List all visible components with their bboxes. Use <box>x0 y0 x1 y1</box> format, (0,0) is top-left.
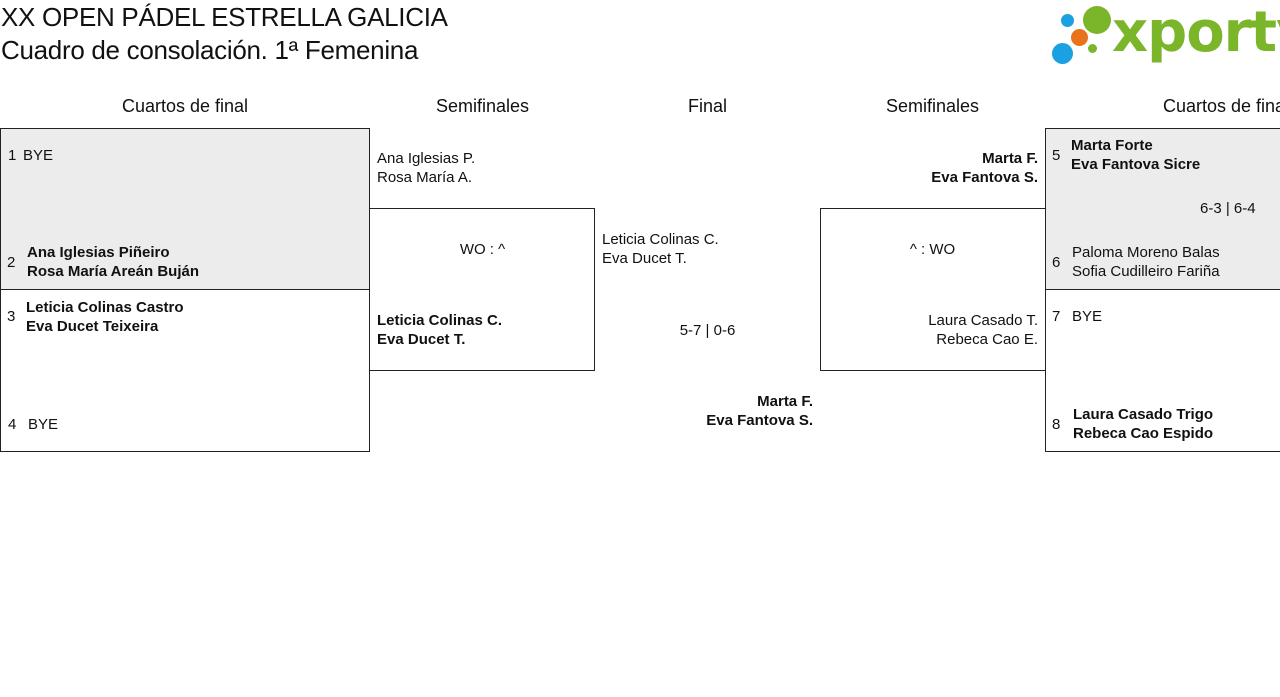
right-sf-top-player-1: Marta F. <box>982 150 1038 167</box>
seed-8-player-1: Laura Casado Trigo <box>1073 406 1214 423</box>
round-heading-right-sf: Semifinales <box>885 96 980 116</box>
seed-5-player-2: Eva Fantova Sicre <box>1071 156 1201 173</box>
seed-5-number: 5 <box>1052 147 1061 164</box>
draw-subtitle: Cuadro de consolación. 1ª Femenina <box>1 35 419 65</box>
seed-2-player-1: Ana Iglesias Piñeiro <box>27 244 170 261</box>
right-qf-match-1 <box>1045 128 1280 290</box>
logo-orange-dot <box>1071 29 1088 46</box>
logo-blue-dot-small <box>1061 14 1074 27</box>
seed-6-player-2: Sofia Cudilleiro Fariña <box>1072 263 1220 280</box>
seed-4-number: 4 <box>8 416 17 433</box>
final-top-player-2: Eva Ducet T. <box>602 250 687 267</box>
logo-green-dot <box>1083 6 1111 34</box>
seed-5-player-1: Marta Forte <box>1071 137 1153 154</box>
tournament-title: XX OPEN PÁDEL ESTRELLA GALICIA <box>1 2 448 32</box>
left-qf-match-1 <box>0 128 370 290</box>
seed-4-bye: BYE <box>28 416 59 433</box>
seed-3-player-1: Leticia Colinas Castro <box>26 299 184 316</box>
seed-7-number: 7 <box>1052 308 1061 325</box>
round-heading-left-sf: Semifinales <box>435 96 530 116</box>
seed-7-bye: BYE <box>1072 308 1103 325</box>
right-qf-score: 6-3 | 6-4 <box>1200 200 1256 217</box>
seed-6-number: 6 <box>1052 254 1061 271</box>
round-heading-right-qf: Cuartos de final <box>1163 96 1280 116</box>
right-sf-bottom-player-1: Laura Casado T. <box>928 312 1038 329</box>
logo-green-dot-small <box>1088 44 1097 53</box>
final-winner-player-1: Marta F. <box>757 393 813 410</box>
seed-8-number: 8 <box>1052 416 1061 433</box>
left-sf-bottom-player-1: Leticia Colinas C. <box>377 312 503 329</box>
seed-1-bye: BYE <box>23 147 54 164</box>
right-sf-top-player-2: Eva Fantova S. <box>931 169 1038 186</box>
right-sf-score: ^ : WO <box>909 241 956 258</box>
left-sf-bottom-player-2: Eva Ducet T. <box>377 331 466 348</box>
left-sf-top-player-2: Rosa María A. <box>377 169 473 186</box>
seed-2-player-2: Rosa María Areán Buján <box>27 263 199 280</box>
seed-3-number: 3 <box>7 308 16 325</box>
final-winner-player-2: Eva Fantova S. <box>706 412 813 429</box>
final-score: 5-7 | 0-6 <box>679 322 736 339</box>
round-heading-final: Final <box>687 96 727 116</box>
final-top-player-1: Leticia Colinas C. <box>602 231 719 248</box>
left-sf-match <box>369 208 595 371</box>
seed-6-player-1: Paloma Moreno Balas <box>1072 244 1220 261</box>
seed-1-number: 1 <box>8 147 17 164</box>
seed-8-player-2: Rebeca Cao Espido <box>1073 425 1214 442</box>
seed-2-number: 2 <box>7 254 16 271</box>
round-heading-left-qf: Cuartos de final <box>121 96 249 116</box>
logo-text: xporty <box>1112 0 1280 65</box>
xporty-logo: xporty <box>1050 0 1280 68</box>
logo-blue-dot-large <box>1052 43 1073 64</box>
left-sf-score: WO : ^ <box>459 241 506 258</box>
seed-3-player-2: Eva Ducet Teixeira <box>26 318 159 335</box>
left-sf-top-player-1: Ana Iglesias P. <box>377 150 476 167</box>
right-qf-match-2 <box>1045 289 1280 452</box>
right-sf-bottom-player-2: Rebeca Cao E. <box>936 331 1038 348</box>
